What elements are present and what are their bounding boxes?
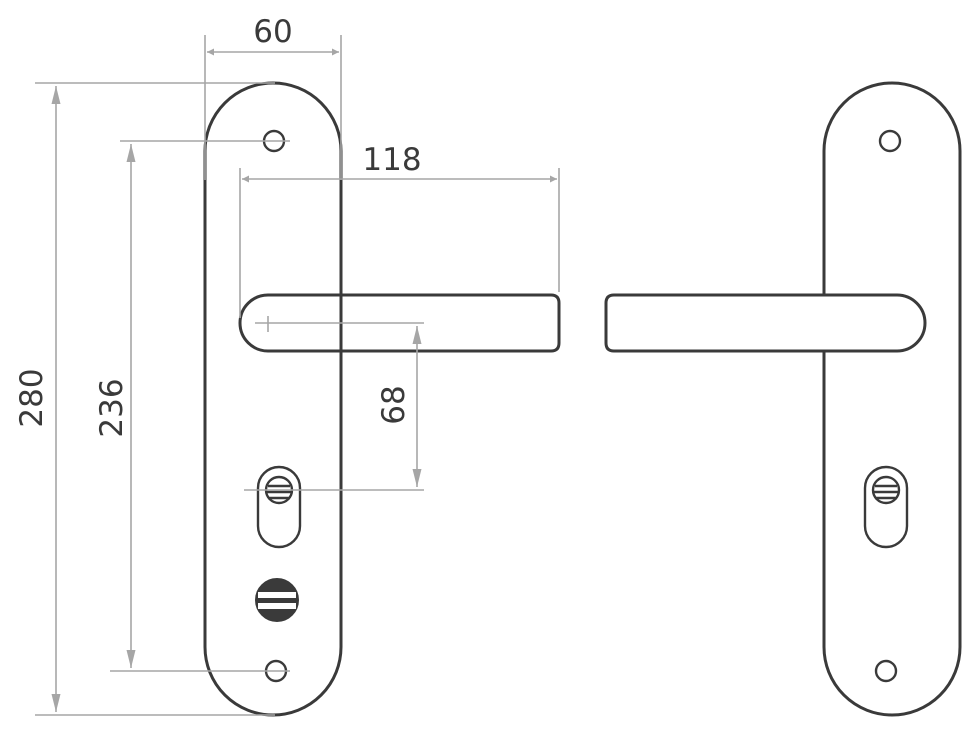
dim-plate-width-label: 60 [253, 14, 292, 50]
right-keyhole [863, 465, 909, 549]
dim-screw-spacing-label: 236 [94, 378, 130, 437]
dim-overall-height: 280 [14, 82, 275, 716]
left-lever-handle [238, 293, 561, 353]
right-view [604, 81, 962, 717]
right-top-screw-hole [878, 129, 902, 153]
dim-overall-height-label: 280 [14, 368, 50, 427]
dim-screw-spacing: 236 [94, 140, 290, 672]
left-keyhole [256, 465, 302, 549]
left-privacy-turn [255, 578, 299, 622]
dim-plate-width: 60 [204, 14, 342, 180]
right-back-plate [822, 81, 962, 717]
dim-handle-to-keyhole: 68 [244, 322, 424, 491]
dim-handle-length: 118 [239, 142, 560, 318]
right-lever-handle [604, 293, 927, 353]
dim-handle-to-keyhole-label: 68 [376, 385, 412, 424]
dim-handle-length-label: 118 [362, 142, 421, 178]
right-bottom-screw-hole [874, 659, 898, 683]
